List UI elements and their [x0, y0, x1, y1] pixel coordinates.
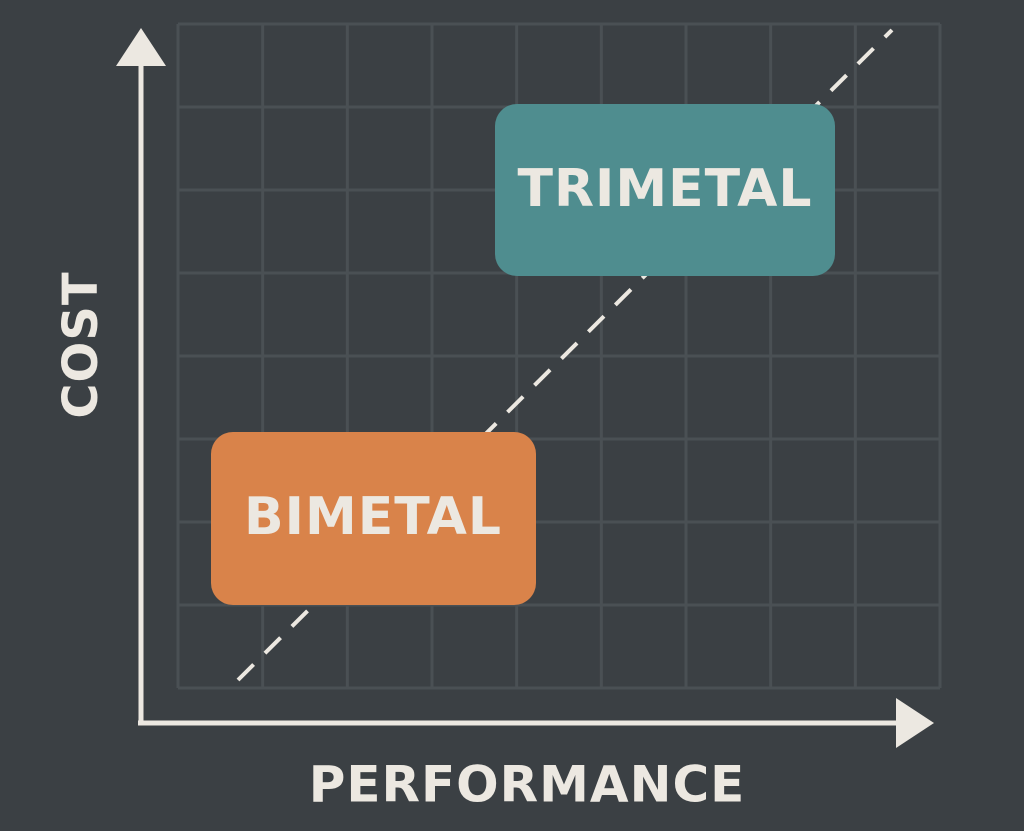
bimetal-label: BIMETAL	[244, 487, 502, 547]
x-axis	[138, 698, 934, 748]
y-axis	[116, 28, 166, 723]
bimetal-box: BIMETAL	[211, 432, 536, 605]
y-axis-label: COST	[53, 271, 109, 418]
trimetal-box: TRIMETAL	[495, 104, 835, 276]
x-axis-arrow-icon	[896, 698, 934, 748]
y-axis-arrow-icon	[116, 28, 166, 66]
trimetal-label: TRIMETAL	[518, 159, 813, 219]
x-axis-label: PERFORMANCE	[309, 756, 746, 814]
